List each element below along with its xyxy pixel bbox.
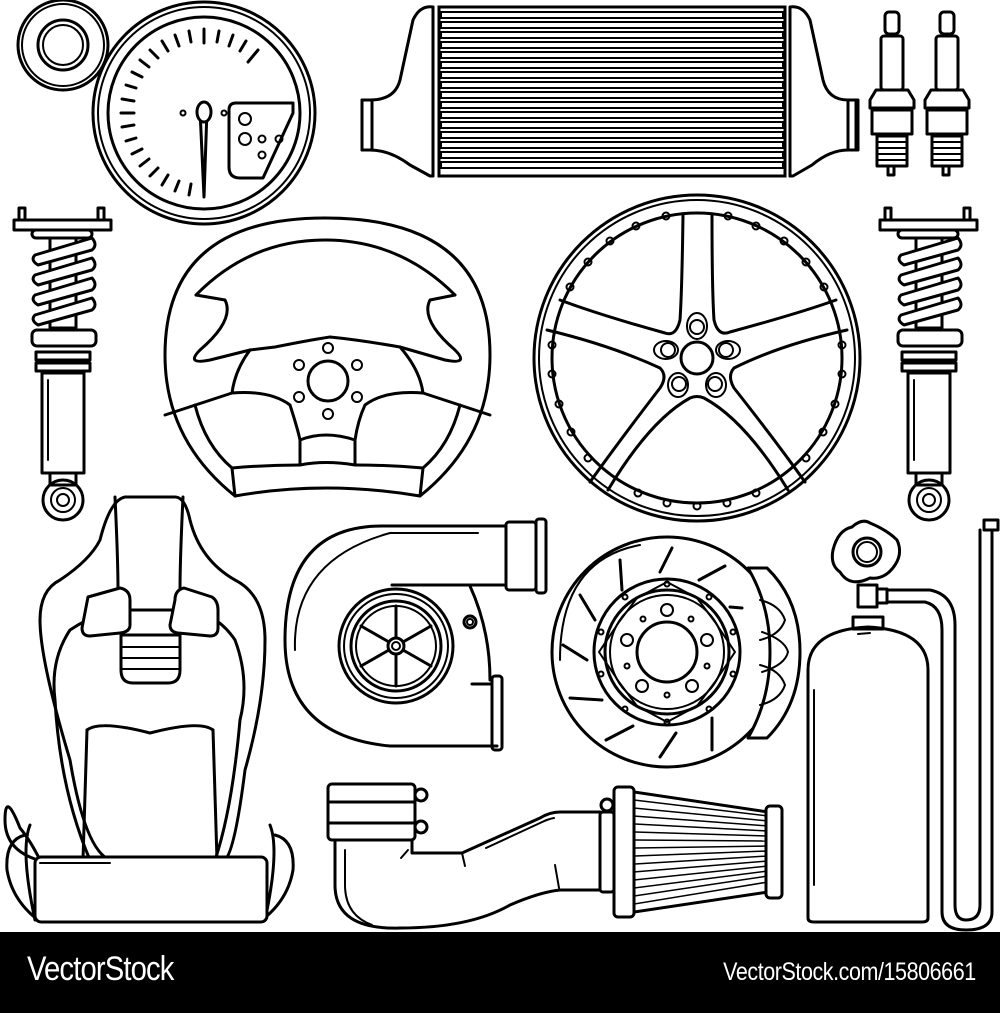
image-reference: VectorStock.com/15806661: [723, 958, 976, 986]
intercooler-icon: [360, 5, 860, 178]
turbocharger-icon: [283, 517, 548, 752]
watermark-footer: VectorStock VectorStock.com/15806661: [0, 932, 1000, 1013]
brand-logo: VectorStock: [27, 950, 174, 988]
racing-seat-icon: [3, 495, 295, 924]
alloy-wheel-icon: [532, 193, 862, 523]
coilover-left-icon: [12, 206, 113, 522]
nitrous-bottle-icon: [806, 518, 1000, 932]
small-gauge-icon: [16, 0, 110, 92]
cold-air-intake-icon: [326, 782, 784, 930]
brake-disc-icon: [550, 535, 802, 769]
spark-plugs-icon: [868, 10, 971, 177]
steering-wheel-icon: [163, 216, 492, 498]
coilover-right-icon: [878, 206, 979, 522]
tachometer-icon: [91, 0, 317, 226]
illustration-canvas: [3, 0, 1000, 932]
